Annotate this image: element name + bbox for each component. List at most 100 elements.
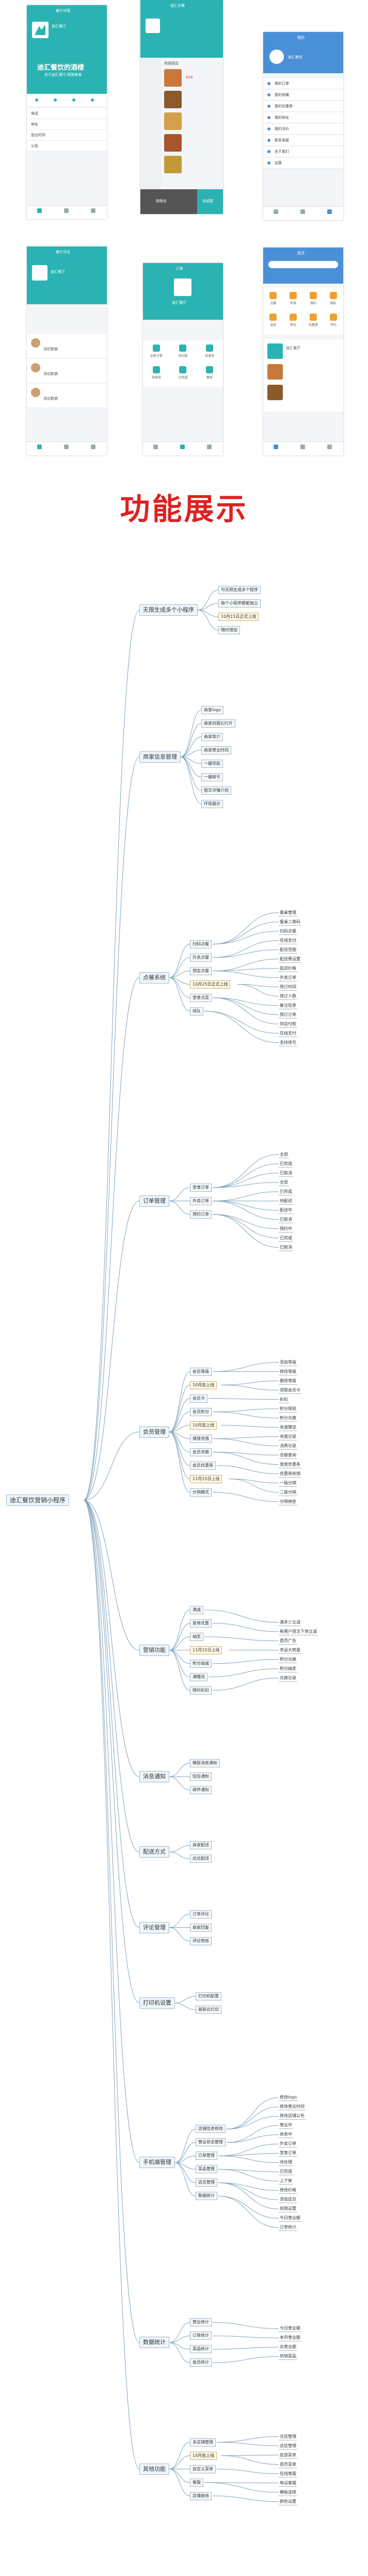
child-node: 堂食订单 — [190, 1183, 212, 1192]
menu-item-icon — [267, 150, 270, 153]
checkout-button[interactable]: 去结算 — [197, 189, 223, 214]
share-icon[interactable] — [72, 99, 75, 102]
leaf-node: 添加等级 — [279, 1359, 297, 1366]
bottom-nav — [27, 205, 107, 219]
child-node: 每个小程序都能独立 — [218, 599, 261, 608]
review-text: 测试数据 — [43, 347, 58, 351]
leaf-node: 订单统计 — [279, 2224, 297, 2232]
search-input[interactable] — [268, 261, 338, 268]
leaf-node: 预订时间 — [279, 984, 297, 991]
review-item: 测试数据 — [27, 359, 107, 383]
grid-item[interactable]: 全部订单 — [143, 343, 170, 364]
connector-line — [83, 1500, 140, 1852]
child-node: 外卖订单 — [190, 1196, 212, 1205]
status-bar: 餐厅评论 — [27, 247, 107, 258]
shop-thumb[interactable] — [267, 343, 283, 359]
connector-line — [212, 1362, 279, 1372]
phone-icon[interactable] — [35, 99, 38, 102]
order-icon[interactable] — [180, 445, 185, 449]
grid-item[interactable]: 待付款 — [170, 343, 197, 364]
child-node: 多店铺管理 — [190, 2438, 216, 2447]
connector-line — [212, 1436, 279, 1439]
home-icon[interactable] — [153, 445, 158, 449]
menu-title: 热销菜品 — [164, 61, 179, 65]
child-node: 抽奖 — [190, 1632, 203, 1641]
profile-menu-item[interactable]: 联系客服 — [263, 135, 343, 146]
leaf-node: 二级分销 — [279, 1489, 297, 1496]
screen-title: 餐厅评论 — [56, 250, 70, 254]
user-icon[interactable] — [327, 209, 332, 214]
dish-image[interactable] — [164, 134, 182, 152]
profile-menu-item[interactable]: 我的优惠券 — [263, 101, 343, 112]
leaf-node: 今日营业额 — [279, 2215, 301, 2222]
profile-menu-item[interactable]: 我的地址 — [263, 112, 343, 123]
order-icon[interactable] — [300, 445, 305, 449]
menu-icon[interactable] — [64, 208, 69, 213]
dish-image[interactable] — [164, 69, 182, 87]
grid-item[interactable]: 待收货 — [143, 365, 170, 386]
grid-item[interactable]: 待发货 — [196, 343, 223, 364]
connector-line — [169, 1636, 190, 1651]
child-node: 商家logo — [201, 705, 224, 714]
grid-label: 排队 — [330, 302, 337, 305]
shop-thumb[interactable] — [267, 385, 283, 400]
map-icon[interactable] — [54, 99, 57, 102]
child-node: 11月15日上线 — [190, 1646, 222, 1654]
connector-line — [212, 2496, 279, 2502]
phone-row[interactable]: 电话 — [27, 108, 107, 119]
star-icon[interactable] — [91, 99, 94, 102]
grid-item[interactable]: 会员 — [263, 313, 283, 333]
grid-item[interactable]: 预约 — [303, 291, 324, 311]
menu-icon[interactable] — [300, 209, 305, 214]
leaf-node: 已取消 — [279, 1170, 293, 1177]
leaf-node: 模板选择 — [279, 2489, 297, 2496]
branch-node: 其他功能 — [139, 2463, 169, 2475]
profile-menu-item[interactable]: 设置 — [263, 158, 343, 169]
connector-line — [169, 1187, 190, 1202]
screen-title: 迪汇点餐 — [170, 4, 185, 8]
profile-menu-item[interactable]: 关于我们 — [263, 146, 343, 157]
grid-item[interactable]: 售后 — [196, 365, 223, 386]
connector-line — [197, 589, 219, 611]
connector-line — [83, 977, 140, 1501]
home-icon[interactable] — [274, 209, 278, 214]
address-row[interactable]: 地址 — [27, 119, 107, 130]
home-icon[interactable] — [37, 445, 42, 449]
leaf-node: 电话客服 — [279, 2480, 297, 2487]
profile-menu-label: 我的订单 — [275, 81, 289, 86]
connector-line — [212, 1659, 279, 1664]
leaf-node: 预约中 — [279, 1226, 293, 1233]
profile-menu-item[interactable]: 我的收藏 — [263, 90, 343, 101]
home-icon[interactable] — [37, 208, 42, 213]
grid-item[interactable]: 优惠券 — [303, 313, 324, 333]
menu-icon[interactable] — [64, 445, 69, 449]
user-icon[interactable] — [327, 445, 332, 449]
dish-image[interactable] — [164, 91, 182, 108]
grid-item[interactable]: 积分 — [283, 313, 303, 333]
connector-line — [218, 2182, 279, 2200]
grid-item[interactable]: 排队 — [323, 291, 343, 311]
grid-icon — [329, 292, 337, 299]
shop-thumb[interactable] — [267, 364, 283, 380]
leaf-node: 新用户首次下单立减 — [279, 1629, 318, 1635]
connector-line — [212, 997, 279, 1006]
user-icon[interactable] — [91, 208, 95, 213]
leaf-node: 全部 — [279, 1179, 289, 1186]
profile-menu-item[interactable]: 我的评价 — [263, 124, 343, 135]
avatar[interactable] — [269, 50, 284, 64]
grid-item[interactable]: 已完成 — [170, 365, 197, 386]
grid-item[interactable]: 外卖 — [283, 291, 303, 311]
cart-bar[interactable]: 购物车 去结算 — [140, 189, 223, 214]
grid-item[interactable]: 评价 — [323, 313, 343, 333]
dish-image[interactable] — [164, 112, 182, 130]
screenshot-menu: 迪汇点餐 热销菜品 ¥28 购物车 去结算 — [140, 0, 223, 214]
leaf-node: 扫码点餐 — [279, 928, 297, 935]
child-node: 邮件通知 — [190, 1785, 212, 1794]
grid-item[interactable]: 点餐 — [263, 291, 283, 311]
home-icon[interactable] — [274, 445, 278, 449]
user-icon[interactable] — [207, 445, 212, 449]
profile-menu-item[interactable]: 我的订单 — [263, 78, 343, 89]
user-icon[interactable] — [91, 445, 95, 449]
child-node: 商家配送 — [190, 1841, 212, 1850]
dish-image[interactable] — [164, 156, 182, 173]
